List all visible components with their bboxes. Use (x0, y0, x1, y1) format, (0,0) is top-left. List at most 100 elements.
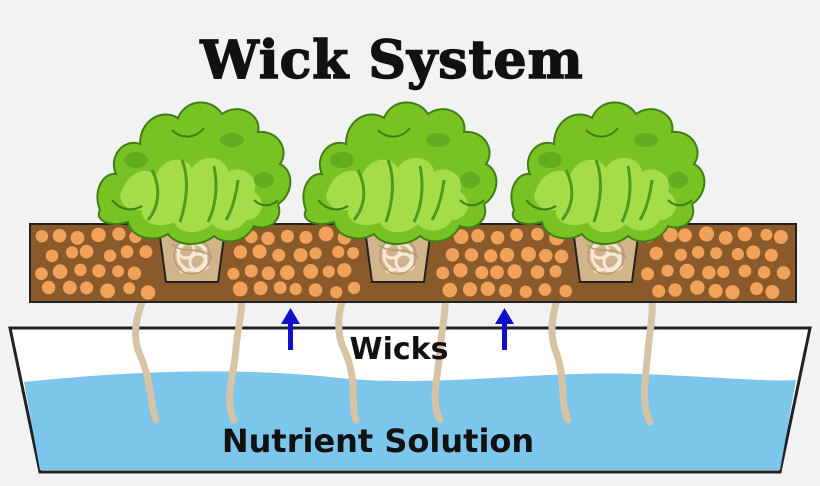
plants (95, 100, 706, 246)
clay-pellet (490, 265, 504, 280)
clay-pellet (484, 249, 498, 263)
clay-pellet (679, 263, 695, 279)
clay-pellet (453, 229, 469, 245)
clay-pellet (273, 281, 287, 294)
clay-pellet (445, 248, 460, 262)
clay-pellet (233, 245, 248, 259)
clay-pellet (35, 230, 49, 243)
clay-pellet (661, 264, 674, 277)
clay-pellet (35, 267, 48, 281)
clay-pellet (702, 265, 716, 280)
clay-pellet (103, 249, 117, 262)
clay-pellet (678, 228, 692, 243)
clay-pellet (464, 248, 479, 262)
clay-pellet (280, 229, 294, 243)
clay-pellet (765, 285, 780, 299)
clay-pellet (521, 246, 536, 262)
clay-pellet (65, 246, 79, 259)
clay-pellet (309, 247, 322, 260)
clay-pellet (699, 226, 715, 242)
clay-pellet (507, 264, 522, 279)
clay-pellet (280, 265, 295, 280)
clay-pellet (738, 264, 752, 278)
clay-pellet (45, 249, 59, 263)
clay-pellet (261, 231, 275, 246)
clay-pellet (717, 265, 730, 278)
clay-pellet (303, 264, 319, 279)
reservoir (8, 326, 812, 474)
clay-pellet (731, 248, 744, 261)
clay-pellet (718, 231, 733, 245)
clay-pellet (74, 263, 87, 277)
clay-pellet (708, 283, 723, 299)
clay-pellet (232, 281, 248, 297)
clay-pellet (475, 266, 489, 279)
clay-pellet (293, 248, 308, 263)
clay-pellet (519, 285, 532, 298)
clay-pellet (41, 280, 56, 295)
clay-pellet (690, 280, 705, 295)
clay-pellet (668, 283, 682, 297)
clay-pellet (347, 281, 361, 295)
clay-pellet (691, 246, 705, 259)
clay-pellet (70, 231, 85, 245)
clay-pellet (649, 246, 663, 260)
clay-pellet (318, 226, 334, 242)
up-arrow-icon (281, 308, 300, 350)
clay-pellet (322, 265, 335, 278)
clay-pellet (79, 244, 94, 259)
clay-pellet (773, 230, 788, 244)
clay-pellet (436, 266, 450, 280)
clay-pellet (92, 264, 106, 278)
clay-pellet (347, 247, 360, 259)
clay-pellet (112, 265, 125, 278)
clay-pellet (510, 228, 523, 242)
clay-pellet (62, 280, 77, 295)
clay-pellet (52, 264, 68, 279)
clay-pellet (746, 245, 761, 260)
clay-pellet (539, 248, 553, 263)
clay-pellet (308, 283, 323, 297)
clay-pellet (549, 265, 562, 278)
clay-pellet (442, 282, 458, 298)
lettuce-icon (509, 100, 706, 246)
clay-pellet (538, 283, 552, 296)
clay-pellet (453, 263, 468, 278)
clay-pellet (252, 244, 267, 259)
clay-pellet (764, 248, 778, 262)
clay-pellet (289, 283, 302, 296)
clay-pellet (253, 281, 268, 296)
clay-pellet (80, 281, 94, 295)
lettuce-icon (301, 100, 498, 246)
clay-pellet (760, 228, 773, 241)
clay-pellet (663, 227, 678, 243)
clay-pellet (261, 266, 276, 280)
clay-pellet (123, 282, 136, 295)
clay-pellet (710, 247, 723, 260)
clay-pellet (52, 228, 67, 243)
clay-pellet (559, 284, 572, 298)
up-arrow-icon (495, 308, 514, 350)
clay-pellet (530, 265, 545, 279)
clay-pellet (337, 263, 352, 278)
clay-pellet (776, 266, 791, 280)
clay-pellet (737, 226, 752, 242)
clay-pellet (471, 229, 485, 243)
clay-pellet (757, 266, 771, 279)
clay-pellet (272, 248, 286, 262)
clay-pellet (674, 248, 688, 261)
clay-pellet (725, 285, 740, 300)
clay-pellet (139, 245, 153, 259)
wicks-label: Wicks (350, 332, 449, 367)
clay-pellet (91, 227, 106, 243)
clay-pellet (641, 267, 654, 281)
nutrient-solution-label: Nutrient Solution (222, 422, 534, 460)
clay-pellet (120, 245, 134, 259)
clay-pellet (531, 227, 544, 241)
lettuce-icon (95, 100, 292, 246)
clay-pellet (244, 264, 258, 278)
clay-pellet (332, 245, 345, 258)
clay-pellet (112, 227, 126, 241)
clay-pellet (462, 282, 478, 297)
